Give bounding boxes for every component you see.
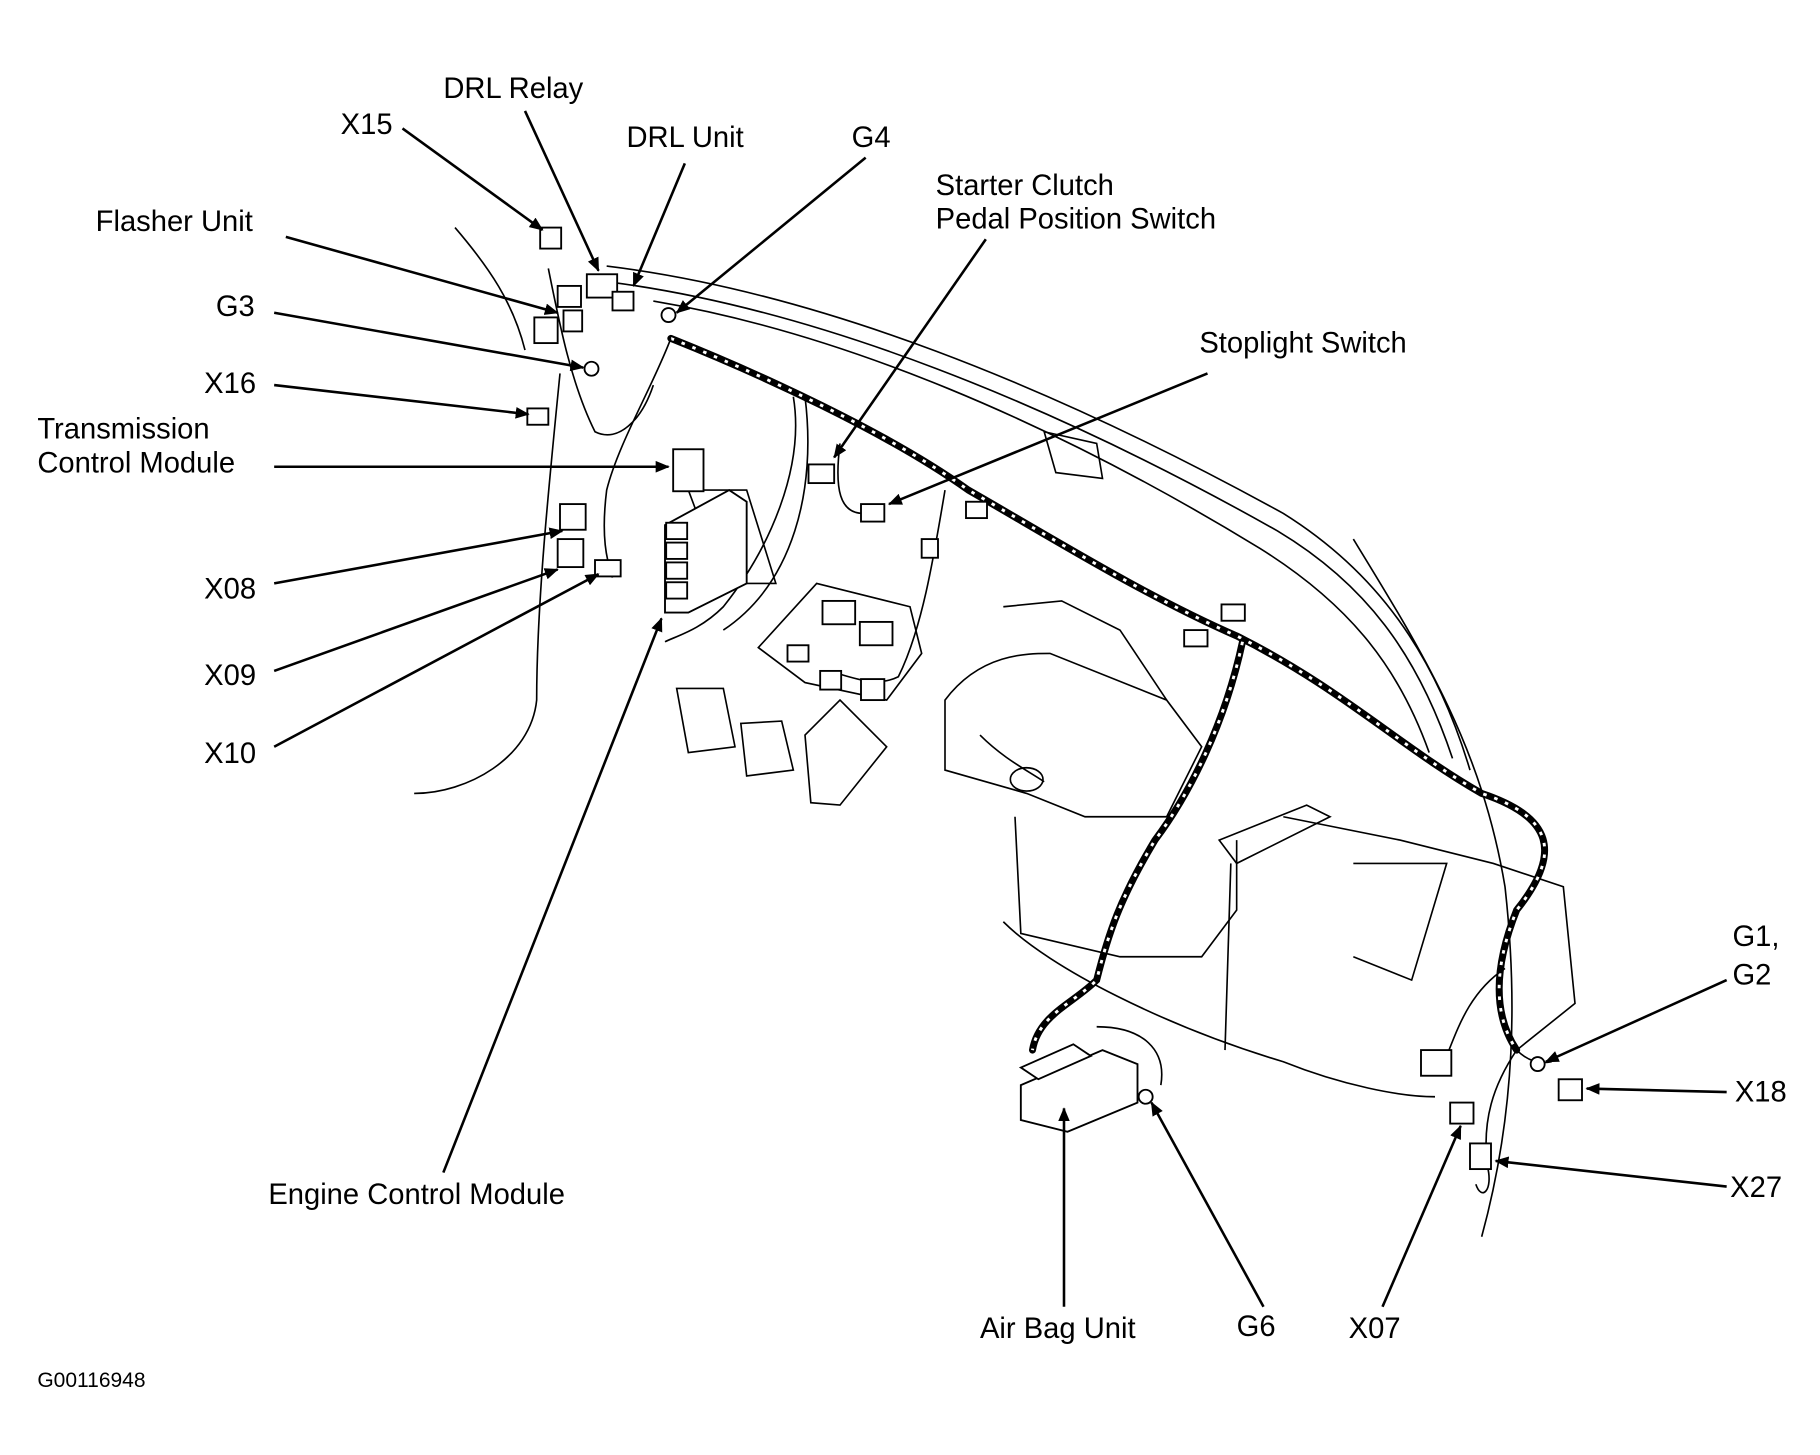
g1-g2-ground [1529,1056,1546,1073]
stoplight-switch [860,503,886,523]
g4-ground [660,307,677,324]
starter-clutch-switch [807,463,836,485]
label-x27: X27 [1730,1172,1782,1204]
label-x15: X15 [341,109,393,141]
label-g2: G2 [1733,960,1772,992]
connector [860,678,886,702]
label-x10: X10 [204,738,256,770]
flasher-unit [556,284,582,308]
x18-connector [1557,1078,1583,1102]
connector [665,541,689,560]
label-g3: G3 [216,291,255,323]
g6-ground [1137,1088,1154,1105]
label-x07: X07 [1349,1313,1401,1345]
label-tcm-2: Control Module [37,448,235,480]
connector [665,521,689,541]
x08-connector [559,503,587,531]
connector [821,599,857,626]
label-stoplight-switch: Stoplight Switch [1199,327,1406,359]
x16-connector [526,407,550,426]
transmission-control-module [672,448,705,493]
connector [562,309,584,333]
drl-unit [611,290,635,312]
label-tcm-1: Transmission [37,414,209,446]
label-g1: G1, [1733,921,1780,953]
drl-relay [585,273,619,299]
x27-connector [1469,1142,1492,1171]
connector [786,644,810,663]
flasher-connector [533,316,559,345]
connector [665,581,689,600]
connector [1420,1049,1453,1077]
label-g6: G6 [1237,1311,1276,1343]
connector [665,561,689,580]
label-flasher-unit: Flasher Unit [96,206,253,238]
leader-lines [273,110,1728,1308]
label-x16: X16 [204,368,256,400]
x07-connector [1449,1101,1475,1125]
connector [1183,629,1209,648]
connector [819,669,843,691]
air-bag-connector [1018,1043,1093,1081]
x15-connector [539,226,563,250]
x09-connector [556,538,585,569]
label-air-bag-unit: Air Bag Unit [980,1313,1136,1345]
g3-ground [583,360,600,377]
connector [965,500,988,520]
connector [858,620,894,647]
components [526,226,1583,1171]
x10-connector [594,559,622,578]
dashboard-outline [414,227,1576,1237]
figure-code: G00116948 [37,1369,145,1392]
labels: X15 DRL Relay DRL Unit G4 Starter Clutch… [37,73,1786,1392]
label-x09: X09 [204,660,256,692]
label-drl-unit: DRL Unit [627,122,744,154]
connector [1220,603,1246,622]
label-drl-relay: DRL Relay [443,73,583,105]
connector [920,538,939,559]
label-ecm: Engine Control Module [268,1179,565,1211]
label-starter-clutch-1: Starter Clutch [936,170,1114,202]
label-starter-clutch-2: Pedal Position Switch [936,204,1216,236]
label-g4: G4 [852,122,891,154]
label-x18: X18 [1735,1076,1787,1108]
air-bag-unit [1019,1049,1139,1133]
label-x08: X08 [204,574,256,606]
